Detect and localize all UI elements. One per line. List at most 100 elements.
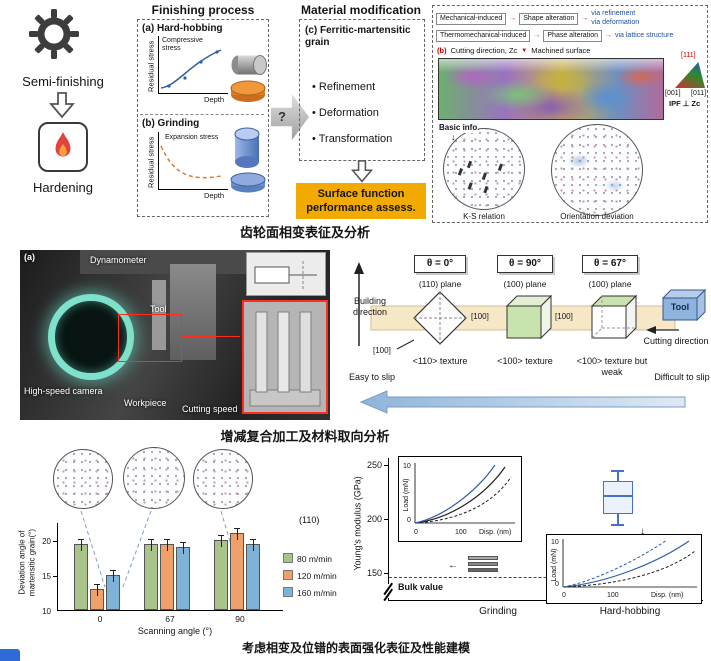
legend-swatch [283, 553, 293, 563]
arrow-right-icon: → [604, 32, 612, 39]
ks-relation-label: K-S relation [463, 212, 505, 221]
video-control-fragment[interactable] [0, 649, 20, 661]
hobbing-stress-plot: Compressive stress [158, 36, 228, 94]
cutting-speed-label: Cutting speed [182, 404, 238, 414]
inset-xlabel: Disp. (nm) [651, 592, 684, 599]
material-modification-title: Material modification [300, 3, 422, 17]
phase-alteration-box: Phase alteration [543, 30, 602, 43]
surface-assess-box: Surface function performance assess. [296, 183, 426, 219]
bullet-icon: • [312, 107, 316, 119]
inset-ymax: 10 [551, 539, 559, 546]
arrow-right-icon: → [581, 14, 589, 22]
panel-b-label: (b) [437, 46, 447, 55]
plane-label-1: (110) plane [418, 279, 462, 289]
machine-spindle [152, 280, 166, 350]
bar-group-0 [74, 538, 120, 610]
legend: 80 m/min 120 m/min 160 m/min [283, 553, 337, 599]
xtick-90: 90 [235, 614, 245, 624]
laminate-icon [468, 556, 498, 574]
inset-xmax: 100 [607, 592, 619, 599]
deviation-angle-chart: (110) 20 15 10 0 67 90 Scanni [15, 447, 347, 639]
depth-axis-a: Depth [204, 95, 225, 104]
ytick-mark [53, 541, 57, 542]
ytick-150: 150 [366, 568, 382, 578]
chart-annotation: (110) [299, 515, 320, 525]
boxplot-box [603, 481, 633, 514]
material-modification-box: (c) Ferritic-martensitic grain • Refinem… [299, 19, 425, 161]
bar-group-67 [144, 538, 190, 610]
finishing-process-box: (a) Hard-hobbing Residual stress Compres… [137, 19, 269, 217]
via-lattice-structure: via lattice structure [614, 32, 674, 39]
ytick-mark [384, 573, 388, 574]
grinding-stress-plot: Expansion stress [158, 132, 228, 190]
bar [144, 538, 158, 610]
category-hard-hobbing: Hard-hobbing [588, 606, 672, 618]
ytick-200: 200 [366, 514, 382, 524]
y-axis-label: Deviation angle of martensitic grain(°) [17, 528, 36, 597]
inset-xmin: 0 [414, 529, 418, 536]
ipf-triangle-legend [675, 62, 705, 88]
arrow-down-icon: ↓ [640, 526, 645, 537]
mechanical-induced-box: Mechanical-induced [436, 12, 507, 25]
xtick-0: 0 [97, 614, 103, 624]
bar-plot-area [57, 523, 283, 611]
bar [176, 542, 190, 610]
workpiece-comb-shape [249, 311, 321, 407]
arrow-right-icon: → [533, 32, 541, 39]
machine-column [170, 264, 216, 360]
section-divider [140, 114, 264, 115]
shape-alteration-box: Shape alteration [519, 12, 579, 25]
ytick-15: 15 [42, 572, 51, 581]
arrow-right-icon: → [509, 14, 517, 22]
grinding-wheel-icon [234, 127, 260, 168]
y-axis-line [388, 458, 389, 600]
miller-label-3: [100] [555, 312, 573, 321]
hard-hobbing-label: (a) Hard-hobbing [142, 23, 223, 34]
legend-swatch [283, 587, 293, 598]
ytick-mark [53, 576, 57, 577]
cutting-zone-highlight [118, 314, 182, 362]
bar [214, 535, 228, 610]
ipf-title: IPF ⊥ Zc [669, 99, 701, 108]
bulk-value-line [389, 577, 701, 578]
ipf-corner-right: [011] [691, 90, 707, 97]
miller-label-2: [100] [471, 312, 489, 321]
bar [160, 538, 174, 610]
tool-label: Tool [670, 302, 690, 312]
hob-cylinder-icon [231, 55, 267, 75]
finishing-process-title: Finishing process [151, 3, 255, 17]
ebsd-header: (b) Cutting direction, Zc ▼ Machined sur… [437, 46, 590, 56]
ytick-mark [384, 519, 388, 520]
legend-swatch [283, 570, 293, 581]
expansion-stress-label: Expansion stress [165, 134, 219, 141]
row2-caption: 增减复合加工及材料取向分析 [220, 429, 390, 444]
hardening-label: Hardening [33, 180, 93, 195]
ks-marks [466, 160, 473, 169]
difficult-slip-label: Difficult to slip [654, 372, 710, 382]
down-arrow-icon [350, 160, 374, 183]
inset-ymax: 10 [403, 463, 411, 470]
bullet-refinement: • Refinement [312, 81, 376, 93]
boxplot-cap [611, 524, 624, 526]
preprocess-column: Semi-finishing Hardening [0, 0, 130, 222]
ytick-250: 250 [366, 460, 382, 470]
orientation-diagram: θ = 0° θ = 90° θ = 67° (110) plane (100)… [345, 250, 711, 428]
compressive-stress-label: Compressive stress [162, 37, 203, 53]
question-mark: ? [278, 109, 286, 124]
polefigure-connectors [80, 510, 238, 588]
residual-stress-axis-a: Residual stress [146, 40, 156, 92]
legend-item-80: 80 m/min [283, 553, 337, 564]
triangle-down-icon: ▼ [521, 47, 528, 54]
question-transition: ? [271, 94, 309, 140]
row1-caption: 齿轮面相变表征及分析 [239, 225, 370, 240]
setup-schematic [246, 252, 326, 296]
inset-xmin: 0 [562, 592, 566, 599]
gear-icon [29, 9, 79, 59]
inset-ymin: 0 [407, 517, 411, 524]
ipf-corner-left: [001] [665, 90, 681, 97]
ipf-corner-top: [111] [681, 52, 696, 59]
bar [106, 570, 120, 610]
grinding-label: (b) Grinding [142, 118, 200, 129]
building-direction-label: Building direction [352, 296, 388, 317]
